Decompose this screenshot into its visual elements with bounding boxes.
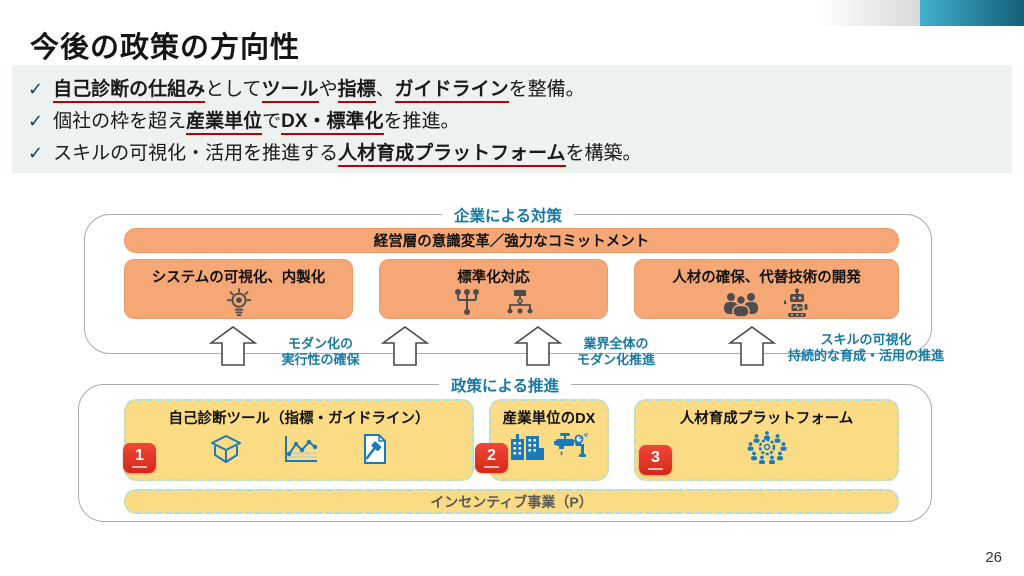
policy-box-industry-dx: 産業単位のDX: [489, 399, 609, 481]
policy-box-self-diagnosis: 自己診断ツール（指標・ガイドライン）: [124, 399, 474, 481]
company-box-standardization: 標準化対応: [379, 259, 608, 319]
open-box-icon: [209, 434, 243, 469]
box-title: 自己診断ツール（指標・ガイドライン）: [168, 411, 430, 427]
transition-label-modernization: モダン化の 実行性の確保: [281, 336, 360, 367]
bullet-item: ✓ 個社の枠を超え産業単位でDX・標準化を推進。: [28, 106, 996, 135]
page-number: 26: [985, 549, 1002, 566]
bullet-item: ✓ 自己診断の仕組みとしてツールや指標、ガイドラインを整備。: [28, 74, 996, 103]
page-title: 今後の政策の方向性: [30, 32, 301, 64]
merge-icon: [454, 288, 480, 321]
up-arrow-icon: [728, 326, 776, 366]
step-badge-3: 3: [639, 445, 672, 475]
company-box-visualization: システムの可視化、内製化: [124, 259, 353, 319]
org-chart-icon: [506, 288, 534, 321]
idea-lightbulb-icon: [224, 288, 254, 323]
buildings-icon: [509, 432, 545, 465]
transition-label-skills: スキルの可視化 持続的な育成・活用の推進: [787, 332, 944, 363]
team-icon: [722, 289, 760, 322]
company-group-label: 企業による対策: [441, 204, 575, 226]
robot-icon: [782, 288, 812, 323]
transition-label-industry: 業界全体の モダン化推進: [576, 336, 655, 367]
company-measures-group: 企業による対策 経営層の意識変革／強力なコミットメント システムの可視化、内製化: [84, 204, 932, 354]
management-commitment-bar: 経営層の意識変革／強力なコミットメント: [124, 228, 899, 253]
checkmark-icon: ✓: [28, 142, 44, 163]
up-arrow-icon: [514, 326, 562, 366]
policy-group-label: 政策による推進: [438, 374, 572, 396]
bullet-text: 個社の枠を超え産業単位でDX・標準化を推進。: [53, 106, 460, 135]
header-decoration-gray: [818, 0, 920, 26]
up-arrow-icon: [209, 326, 257, 366]
metrics-chart-icon: [283, 434, 319, 469]
key-points-panel: ✓ 自己診断の仕組みとしてツールや指標、ガイドラインを整備。 ✓ 個社の枠を超え…: [12, 65, 1012, 173]
box-title: 人材の確保、代替技術の開発: [672, 270, 861, 286]
smart-faucet-icon: [553, 432, 589, 465]
bullet-text: スキルの可視化・活用を推進する人材育成プラットフォームを構築。: [53, 138, 642, 167]
bullet-item: ✓ スキルの可視化・活用を推進する人材育成プラットフォームを構築。: [28, 138, 996, 167]
box-title: システムの可視化、内製化: [151, 270, 326, 286]
checkmark-icon: ✓: [28, 78, 44, 99]
step-badge-2: 2: [475, 443, 508, 473]
guideline-document-icon: [359, 434, 389, 469]
incentive-program-bar: インセンティブ事業（P）: [124, 489, 899, 514]
policy-promotion-group: 政策による推進 自己診断ツール（指標・ガイドライン）: [78, 374, 932, 522]
step-badge-1: 1: [123, 443, 156, 473]
box-title: 産業単位のDX: [502, 411, 596, 427]
header-decoration-teal: [920, 0, 1024, 26]
box-title: 人材育成プラットフォーム: [679, 411, 854, 427]
box-title: 標準化対応: [457, 270, 530, 286]
people-network-icon: [745, 430, 789, 469]
policy-box-talent-platform: 人材育成プラットフォーム: [634, 399, 899, 481]
up-arrow-icon: [381, 326, 429, 366]
company-box-talent: 人材の確保、代替技術の開発: [634, 259, 899, 319]
checkmark-icon: ✓: [28, 110, 44, 131]
bullet-text: 自己診断の仕組みとしてツールや指標、ガイドラインを整備。: [53, 74, 585, 103]
